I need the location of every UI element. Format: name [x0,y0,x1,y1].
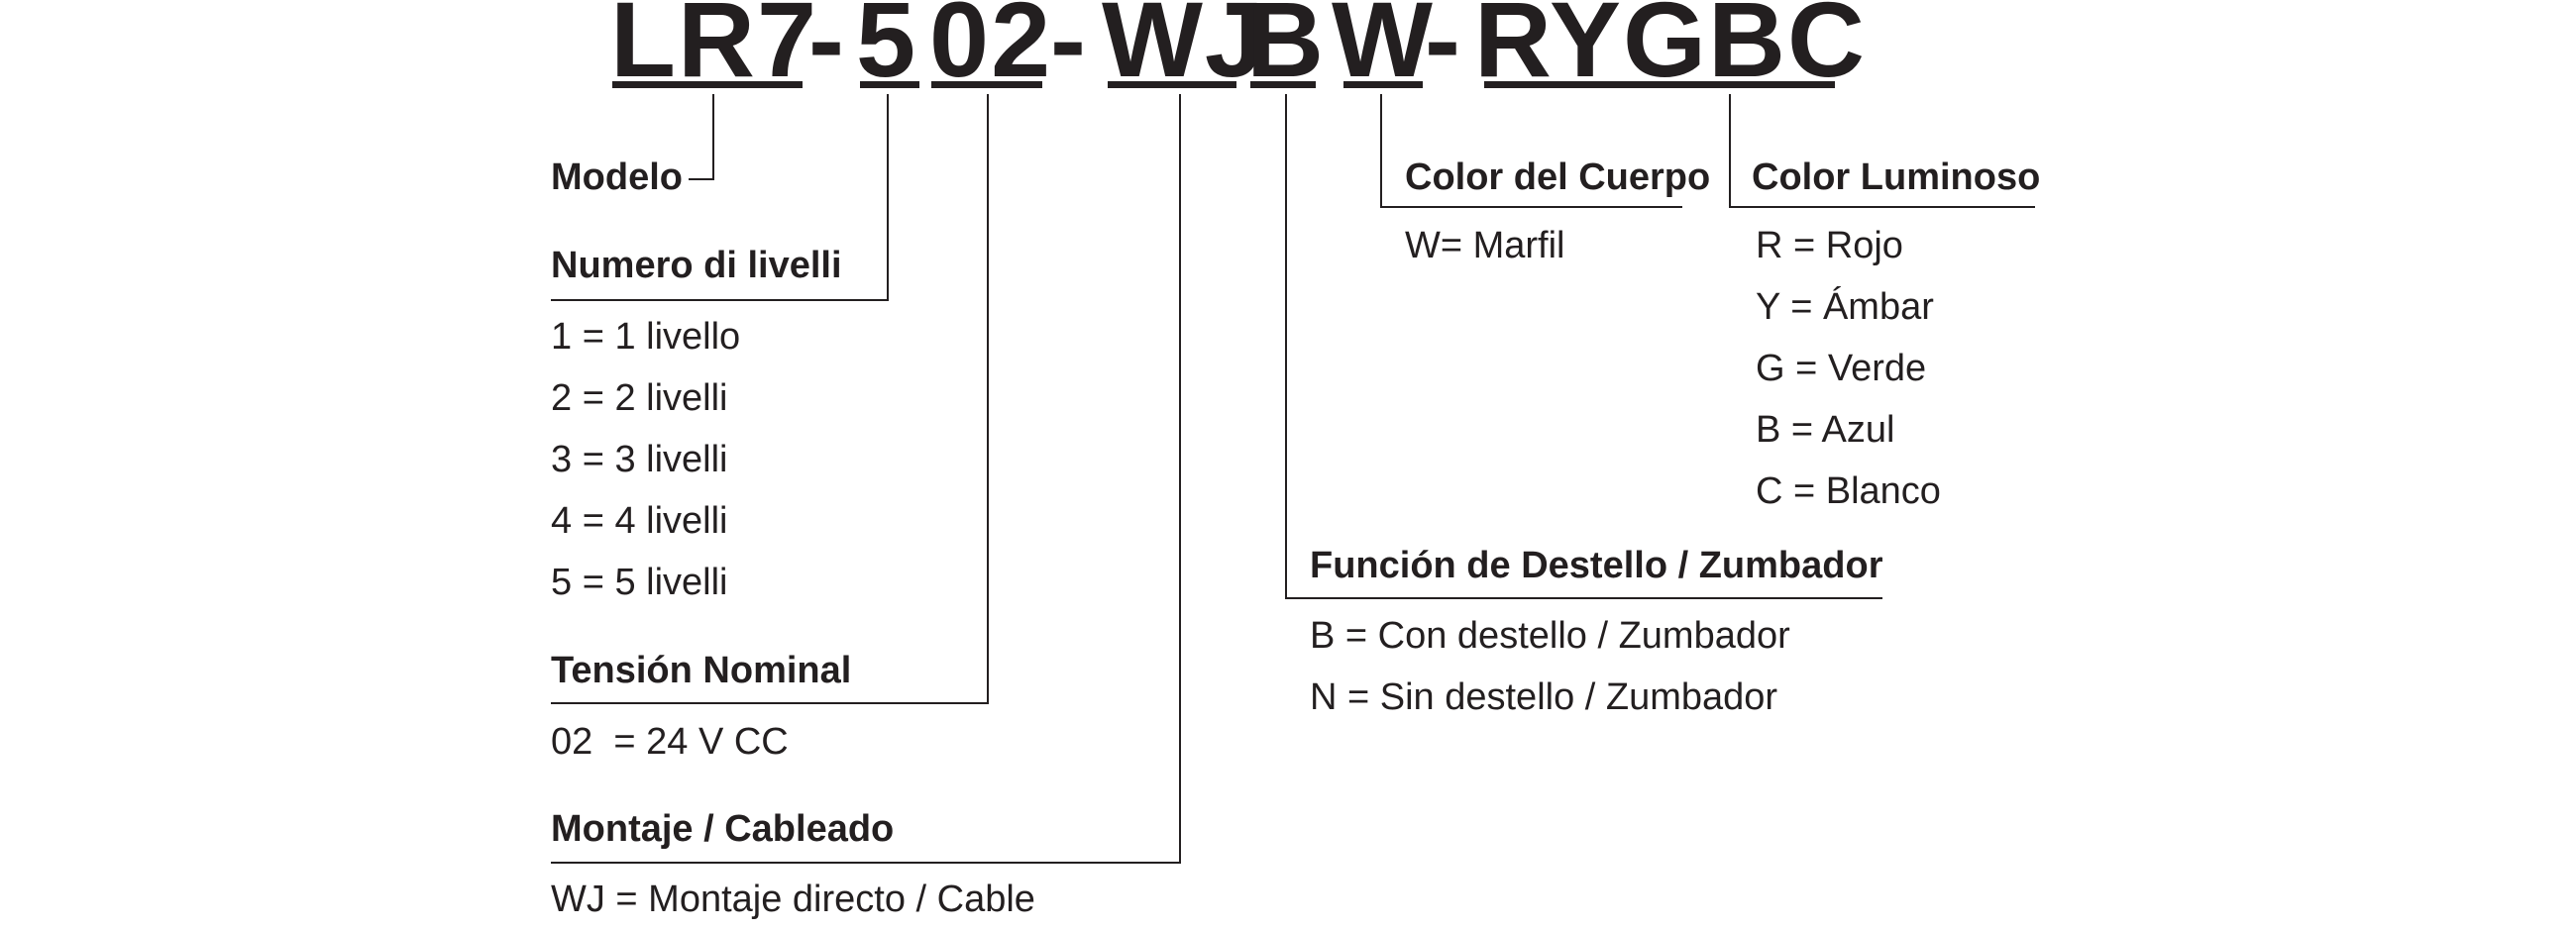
connector-light-colors [1729,94,2035,208]
connector-voltage [551,94,989,704]
light-colors-item: R = Rojo [1756,225,1903,266]
light-colors-item: G = Verde [1756,348,1927,389]
body-color-heading: Color del Cuerpo [1405,156,1711,198]
underline-mounting [1108,81,1236,88]
levels-heading: Numero di livelli [551,245,842,286]
connector-body-color [1380,94,1682,208]
body-color-item: W= Marfil [1405,225,1565,266]
code-prefix: LR7 [610,0,819,99]
levels-item: 1 = 1 livello [551,316,741,358]
voltage-item: 02 = 24 V CC [551,721,789,763]
underline-function [1250,81,1316,88]
underline-body-color [1343,81,1423,88]
code-separator: - [1050,0,1088,99]
light-colors-heading: Color Luminoso [1752,156,2041,198]
model-heading: Modelo [551,156,683,198]
function-heading: Función de Destello / Zumbador [1310,545,1883,586]
code-levels: 5 [856,0,918,99]
light-colors-item: C = Blanco [1756,470,1941,512]
code-mounting: WJ [1102,0,1266,99]
underline-voltage [931,81,1042,88]
levels-item: 3 = 3 livelli [551,439,728,480]
light-colors-item: B = Azul [1756,409,1895,451]
code-function: B [1246,0,1326,99]
code-separator: - [1425,0,1462,99]
mounting-heading: Montaje / Cableado [551,808,895,850]
function-item: B = Con destello / Zumbador [1310,615,1790,657]
underline-light-colors [1484,81,1835,88]
code-light-colors: RYGBC [1474,0,1868,99]
voltage-heading: Tensión Nominal [551,650,852,691]
levels-item: 2 = 2 livelli [551,377,728,419]
connector-function [1285,94,1882,599]
code-voltage: 02 [929,0,1053,99]
light-colors-item: Y = Ámbar [1756,286,1934,328]
code-body-color: W [1332,0,1435,99]
code-separator: - [808,0,846,99]
underline-levels [860,81,919,88]
levels-item: 5 = 5 livelli [551,562,728,603]
connector-model [689,94,714,180]
function-item: N = Sin destello / Zumbador [1310,676,1778,718]
connector-levels [551,94,889,301]
underline-prefix [612,81,803,88]
connector-mounting [551,94,1181,864]
levels-item: 4 = 4 livelli [551,500,728,542]
mounting-item: WJ = Montaje directo / Cable [551,879,1035,920]
